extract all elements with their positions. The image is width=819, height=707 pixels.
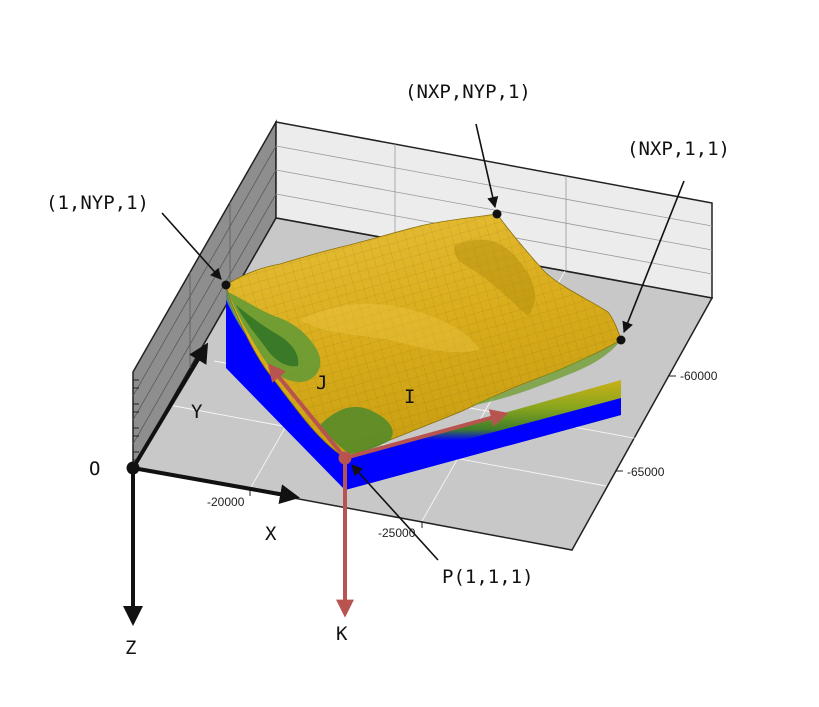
terrain-mesh xyxy=(226,214,621,458)
y-tick-label: -65000 xyxy=(627,465,665,479)
block-right-face-blue xyxy=(345,398,621,490)
origin-label: O xyxy=(89,458,100,480)
terrain-lowland-left-dark xyxy=(236,305,299,367)
corner-points xyxy=(221,209,626,345)
callout-nxp-nyp-1: (NXP,NYP,1) xyxy=(405,81,531,103)
leader-1-nyp-1 xyxy=(161,212,222,280)
i-axis-label: I xyxy=(404,386,415,408)
i-axis-arrow xyxy=(344,409,509,460)
callout-leaders xyxy=(161,123,685,561)
corner-point-1-nyp-1 xyxy=(221,280,231,290)
origin-point-p xyxy=(338,451,352,465)
callout-nxp-1-1: (NXP,1,1) xyxy=(627,138,730,160)
world-origin-point xyxy=(126,461,140,475)
j-axis-arrow xyxy=(267,363,347,460)
leader-nxp-nyp-1 xyxy=(475,123,499,209)
callout-p-1-1-1: P(1,1,1) xyxy=(442,566,534,588)
y-tick-label: -60000 xyxy=(680,369,718,383)
leader-p-1-1-1 xyxy=(351,464,439,561)
terrain-ridge-shade xyxy=(454,239,535,316)
callout-1-nyp-1: (1,NYP,1) xyxy=(46,192,149,214)
corner-point-nxp-nyp-1 xyxy=(492,209,502,219)
x-tick-label: -20000 xyxy=(207,495,245,509)
terrain-valley-shade xyxy=(300,303,480,353)
leader-nxp-1-1 xyxy=(622,180,685,334)
x-axis-label: X xyxy=(265,523,277,545)
j-axis-label: J xyxy=(316,372,327,394)
terrain-lowland-front xyxy=(320,406,393,454)
y-axis-label: Y xyxy=(191,401,203,423)
left-wall-grid xyxy=(132,145,277,445)
x-tick-label: -25000 xyxy=(378,526,416,540)
corner-point-nxp-1-1 xyxy=(616,335,626,345)
grid-index-axes xyxy=(267,363,509,618)
z-axis-label: Z xyxy=(125,637,136,659)
x-axis-arrow xyxy=(132,466,300,505)
k-axis-label: K xyxy=(336,623,348,645)
right-edge-ticks xyxy=(615,375,676,472)
y-axis-arrow xyxy=(131,342,209,470)
world-axes xyxy=(123,342,300,626)
